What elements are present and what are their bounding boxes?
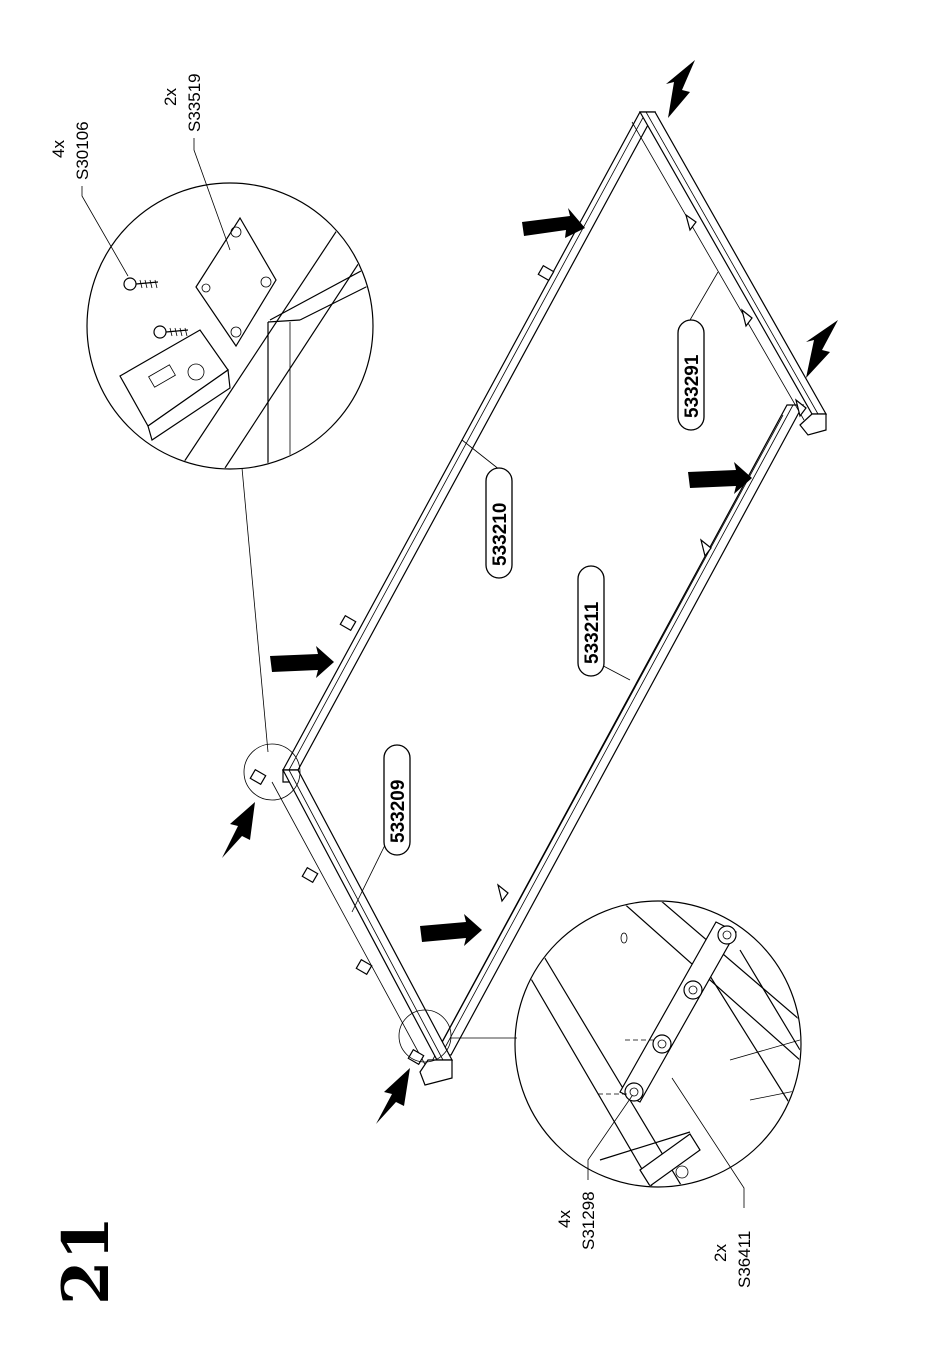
fastener-label-strip: 2x S36411 bbox=[672, 1078, 754, 1288]
arrow-icon bbox=[420, 914, 482, 946]
screw-icon bbox=[154, 326, 188, 338]
fastener-label-plate: 2x S33519 bbox=[161, 73, 230, 250]
part-number-533211: 533211 bbox=[582, 601, 603, 664]
plate-qty: 2x bbox=[161, 88, 180, 106]
fastener-label-cam: 4x S31298 bbox=[555, 1096, 632, 1250]
arrow-icon bbox=[806, 320, 838, 378]
detail-circle-top bbox=[87, 150, 400, 800]
screw-code: S30106 bbox=[73, 121, 92, 180]
rail-533291 bbox=[632, 112, 826, 435]
step-number: 21 bbox=[49, 1216, 124, 1305]
cam-code: S31298 bbox=[579, 1191, 598, 1250]
part-number-533210: 533210 bbox=[490, 503, 511, 566]
part-label-533211: 533211 bbox=[578, 566, 630, 680]
part-number-533291: 533291 bbox=[682, 354, 703, 418]
arrow-icon bbox=[376, 1068, 410, 1124]
arrow-icon bbox=[666, 60, 695, 118]
part-label-533210: 533210 bbox=[462, 440, 512, 578]
part-number-533209: 533209 bbox=[388, 780, 409, 843]
rail-533210 bbox=[283, 112, 655, 782]
arrow-icon bbox=[270, 646, 334, 678]
cam-qty: 4x bbox=[555, 1210, 574, 1228]
part-label-533291: 533291 bbox=[678, 272, 718, 430]
connecting-strip bbox=[620, 922, 736, 1102]
strip-code: S36411 bbox=[735, 1231, 754, 1288]
detail-circle-bottom bbox=[399, 900, 801, 1200]
strip-qty: 2x bbox=[711, 1244, 730, 1262]
push-arrows bbox=[222, 60, 838, 1124]
screw-qty: 4x bbox=[49, 140, 68, 158]
fastener-label-screw: 4x S30106 bbox=[49, 121, 128, 276]
screw-icon bbox=[124, 278, 158, 290]
arrow-icon bbox=[222, 802, 255, 858]
plate-code: S33519 bbox=[185, 73, 204, 132]
